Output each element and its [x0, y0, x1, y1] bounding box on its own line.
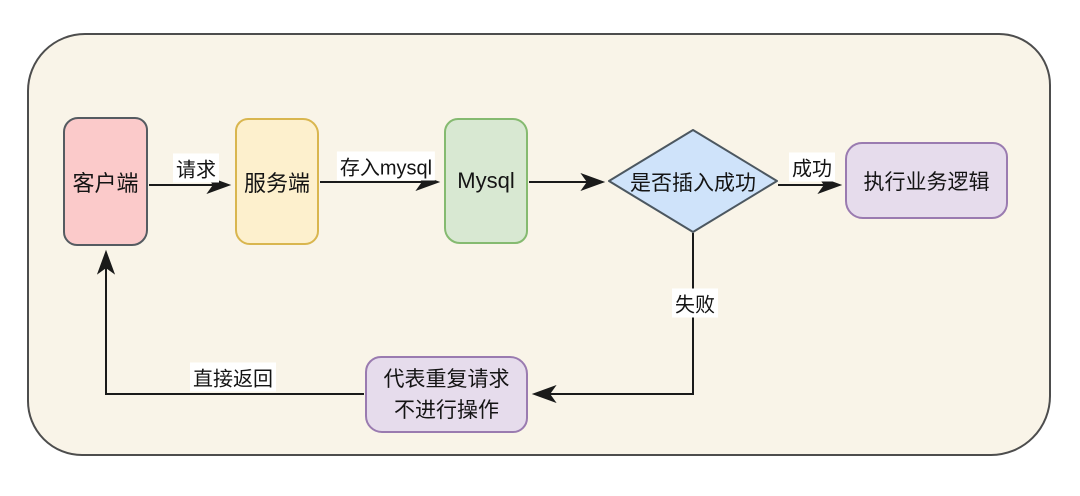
node-mysql: Mysql: [444, 118, 528, 244]
node-client-label: 客户端: [72, 170, 139, 196]
node-duplicate-label-line1: 代表重复请求: [383, 367, 510, 391]
node-client: 客户端: [63, 117, 148, 246]
edge-fail-label: 失败: [672, 288, 718, 318]
node-server-label: 服务端: [243, 170, 310, 196]
edge-return-label: 直接返回: [190, 362, 276, 392]
flowchart-panel: [27, 33, 1051, 456]
node-business-label: 执行业务逻辑: [863, 170, 990, 194]
node-duplicate-label-line2: 不进行操作: [394, 398, 499, 422]
edge-store-label: 存入mysql: [336, 151, 436, 181]
edge-request-label: 请求: [173, 153, 219, 183]
node-decision-label: 是否插入成功: [630, 172, 756, 195]
edge-success-label: 成功: [789, 152, 835, 182]
node-duplicate: 代表重复请求 不进行操作: [365, 356, 528, 433]
node-business: 执行业务逻辑: [845, 142, 1008, 219]
node-server: 服务端: [235, 118, 319, 245]
node-mysql-label: Mysql: [457, 168, 515, 193]
